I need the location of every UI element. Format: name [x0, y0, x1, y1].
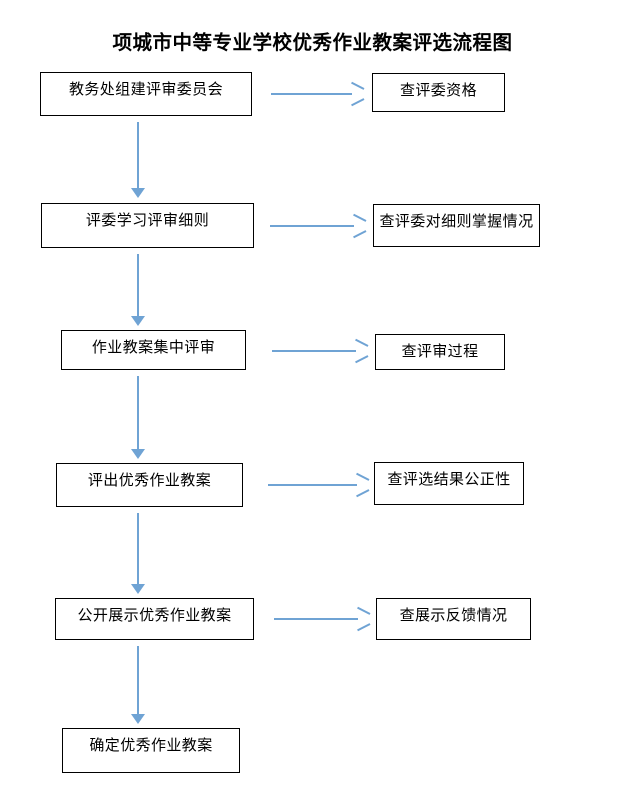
- process-box-step-5-label: 公开展示优秀作业教案: [77, 607, 232, 624]
- arrow-head-upper-stroke: [355, 338, 369, 347]
- arrow-head-upper-stroke: [353, 213, 367, 222]
- flow-arrow-right-step-2: [270, 213, 367, 239]
- flow-arrow-right-step-5: [274, 606, 371, 632]
- process-box-step-6-label: 确定优秀作业教案: [89, 737, 213, 754]
- check-box-step-4[interactable]: 查评选结果公正性: [374, 462, 524, 505]
- arrow-shaft: [274, 618, 358, 620]
- flow-arrow-right-step-3: [272, 338, 369, 364]
- arrow-head-lower-stroke: [357, 623, 371, 632]
- flow-arrow-down-1-to-2: [131, 122, 145, 198]
- arrow-shaft: [137, 646, 139, 716]
- arrow-head-right-icon: [356, 606, 371, 632]
- flow-arrow-right-step-4: [268, 472, 370, 498]
- flow-arrow-down-3-to-4: [131, 376, 145, 459]
- check-box-step-2[interactable]: 查评委对细则掌握情况: [373, 204, 540, 247]
- process-box-step-1-label: 教务处组建评审委员会: [68, 81, 223, 98]
- arrow-head-upper-stroke: [356, 472, 370, 481]
- check-box-step-1[interactable]: 查评委资格: [372, 73, 505, 112]
- arrow-head-lower-stroke: [356, 489, 370, 498]
- arrow-head-lower-stroke: [353, 230, 367, 239]
- check-box-step-1-label: 查评委资格: [399, 82, 477, 99]
- arrow-head-right-icon: [355, 472, 370, 498]
- arrow-shaft: [271, 93, 352, 95]
- arrow-shaft: [137, 376, 139, 451]
- process-box-step-5[interactable]: 公开展示优秀作业教案: [55, 598, 254, 640]
- arrow-head-lower-stroke: [351, 98, 365, 107]
- arrow-head-down-icon: [131, 188, 145, 198]
- process-box-step-4-label: 评出优秀作业教案: [87, 472, 212, 489]
- arrow-shaft: [268, 484, 357, 486]
- arrow-head-down-icon: [131, 714, 145, 724]
- arrow-head-down-icon: [131, 449, 145, 459]
- arrow-head-upper-stroke: [357, 606, 371, 615]
- arrow-head-upper-stroke: [351, 81, 365, 90]
- flow-arrow-down-4-to-5: [131, 513, 145, 594]
- check-box-step-5[interactable]: 查展示反馈情况: [376, 598, 531, 640]
- process-box-step-2-label: 评委学习评审细则: [85, 212, 210, 229]
- arrow-shaft: [137, 122, 139, 190]
- process-box-step-2[interactable]: 评委学习评审细则: [41, 203, 254, 248]
- arrow-head-right-icon: [354, 338, 369, 364]
- arrow-head-right-icon: [352, 213, 367, 239]
- check-box-step-4-label: 查评选结果公正性: [387, 471, 511, 488]
- page-title: 项城市中等专业学校优秀作业教案评选流程图: [112, 33, 513, 54]
- arrow-head-down-icon: [131, 316, 145, 326]
- process-box-step-4[interactable]: 评出优秀作业教案: [56, 463, 243, 507]
- process-box-step-3[interactable]: 作业教案集中评审: [61, 330, 246, 370]
- process-box-step-6[interactable]: 确定优秀作业教案: [62, 728, 240, 773]
- process-box-step-1[interactable]: 教务处组建评审委员会: [40, 72, 252, 116]
- arrow-shaft: [137, 254, 139, 318]
- arrow-head-right-icon: [350, 81, 365, 107]
- arrow-shaft: [272, 350, 356, 352]
- check-box-step-3[interactable]: 查评审过程: [375, 334, 505, 370]
- check-box-step-3-label: 查评审过程: [401, 343, 479, 360]
- flow-arrow-right-step-1: [271, 81, 365, 107]
- arrow-head-lower-stroke: [355, 355, 369, 364]
- arrow-shaft: [137, 513, 139, 586]
- arrow-shaft: [270, 225, 354, 227]
- flow-arrow-down-2-to-3: [131, 254, 145, 326]
- check-box-step-5-label: 查展示反馈情况: [399, 607, 508, 624]
- check-box-step-2-label: 查评委对细则掌握情况: [379, 213, 534, 230]
- flow-arrow-down-5-to-6: [131, 646, 145, 724]
- arrow-head-down-icon: [131, 584, 145, 594]
- process-box-step-3-label: 作业教案集中评审: [91, 339, 216, 356]
